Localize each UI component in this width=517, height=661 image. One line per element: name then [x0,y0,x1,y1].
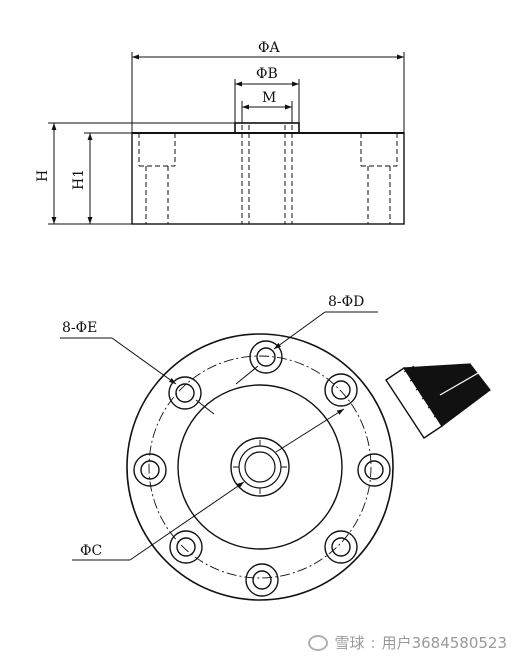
cable [385,363,491,439]
inner-boss [177,384,343,550]
leader-holes-e [60,337,215,415]
leader-holes-d [235,311,378,385]
watermark-separator: : [370,633,376,652]
side-view [48,52,405,225]
bolt-circle [148,355,372,579]
mounting-hole [245,563,279,597]
right-holes-hidden [360,133,398,224]
watermark-brand: 雪球 [334,634,365,652]
mounting-hole [324,530,358,564]
dim-h1 [84,132,132,224]
mounting-hole [168,376,202,410]
label-dia-a: ΦA [258,40,280,56]
left-holes-hidden [138,133,176,224]
mounting-hole [169,530,203,564]
label-holes-d: 8-ΦD [328,294,364,310]
dim-m [241,101,293,123]
side-boss [234,122,300,134]
watermark: 雪球 : 用户3684580523 [308,632,507,653]
label-dia-b: ΦB [256,66,278,82]
label-dia-c: ΦC [80,543,102,559]
center-hub [230,437,290,497]
label-height-h1: H1 [71,169,87,190]
label-holes-e: 8-ΦE [62,320,97,336]
label-thread-m: M [262,90,276,106]
side-body [131,132,405,225]
snowball-logo-icon [308,634,329,651]
watermark-user: 用户3684580523 [381,634,507,652]
mounting-holes [133,340,391,597]
outer-flange [126,333,394,601]
mounting-hole [324,373,358,407]
dim-b [234,79,300,123]
dim-a [131,52,405,133]
mounting-hole [133,453,167,487]
top-view [60,311,491,601]
label-height-h: H [35,170,51,182]
center-bore-hidden [241,125,293,224]
mounting-hole [357,453,391,487]
leader-dia-c [72,408,345,561]
mounting-hole [249,340,283,374]
center-thread-inner [244,451,276,483]
